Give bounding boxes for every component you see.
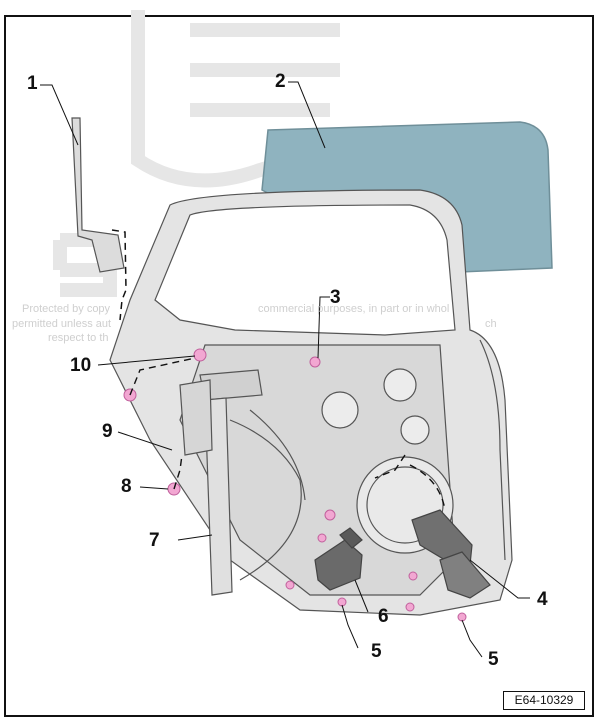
screw-fastener <box>405 602 415 612</box>
screw-fastener <box>285 580 295 590</box>
screw-fastener <box>309 356 321 368</box>
callout-9: 9 <box>102 421 113 442</box>
callout-8: 8 <box>121 476 132 497</box>
window-regulator <box>179 369 306 596</box>
watermark-text: ch <box>485 318 497 330</box>
screw-fastener <box>457 612 467 622</box>
fasteners <box>123 348 467 622</box>
callout-7: 7 <box>149 530 160 551</box>
door-panel <box>109 189 513 616</box>
leader-lines <box>40 81 530 658</box>
guide-rail-dash <box>111 229 127 321</box>
watermark-text: Protected by copy <box>22 303 111 315</box>
callout-5: 5 <box>371 641 382 662</box>
reference-code: E64-10329 <box>503 691 585 710</box>
callout-2: 2 <box>275 71 286 92</box>
callout-1: 1 <box>27 73 38 94</box>
motor-unit <box>411 509 491 599</box>
callout-5b: 5 <box>488 649 499 670</box>
watermark-text: permitted unless aut <box>12 318 112 330</box>
screw-fastener <box>317 533 327 543</box>
regulator-motor <box>314 527 363 591</box>
callout-3: 3 <box>330 287 341 308</box>
callout-10: 10 <box>70 355 92 376</box>
callout-4: 4 <box>537 589 548 610</box>
screw-fastener <box>324 509 336 521</box>
watermark-text: respect to th <box>48 332 109 344</box>
callout-6: 6 <box>378 606 389 627</box>
screw-fastener <box>193 348 207 362</box>
assembly-lines <box>129 357 446 511</box>
watermark-text: commercial purposes, in part or in whol <box>258 303 450 315</box>
guide-rail <box>71 117 125 273</box>
screw-fastener <box>337 597 347 607</box>
screw-fastener <box>408 571 418 581</box>
